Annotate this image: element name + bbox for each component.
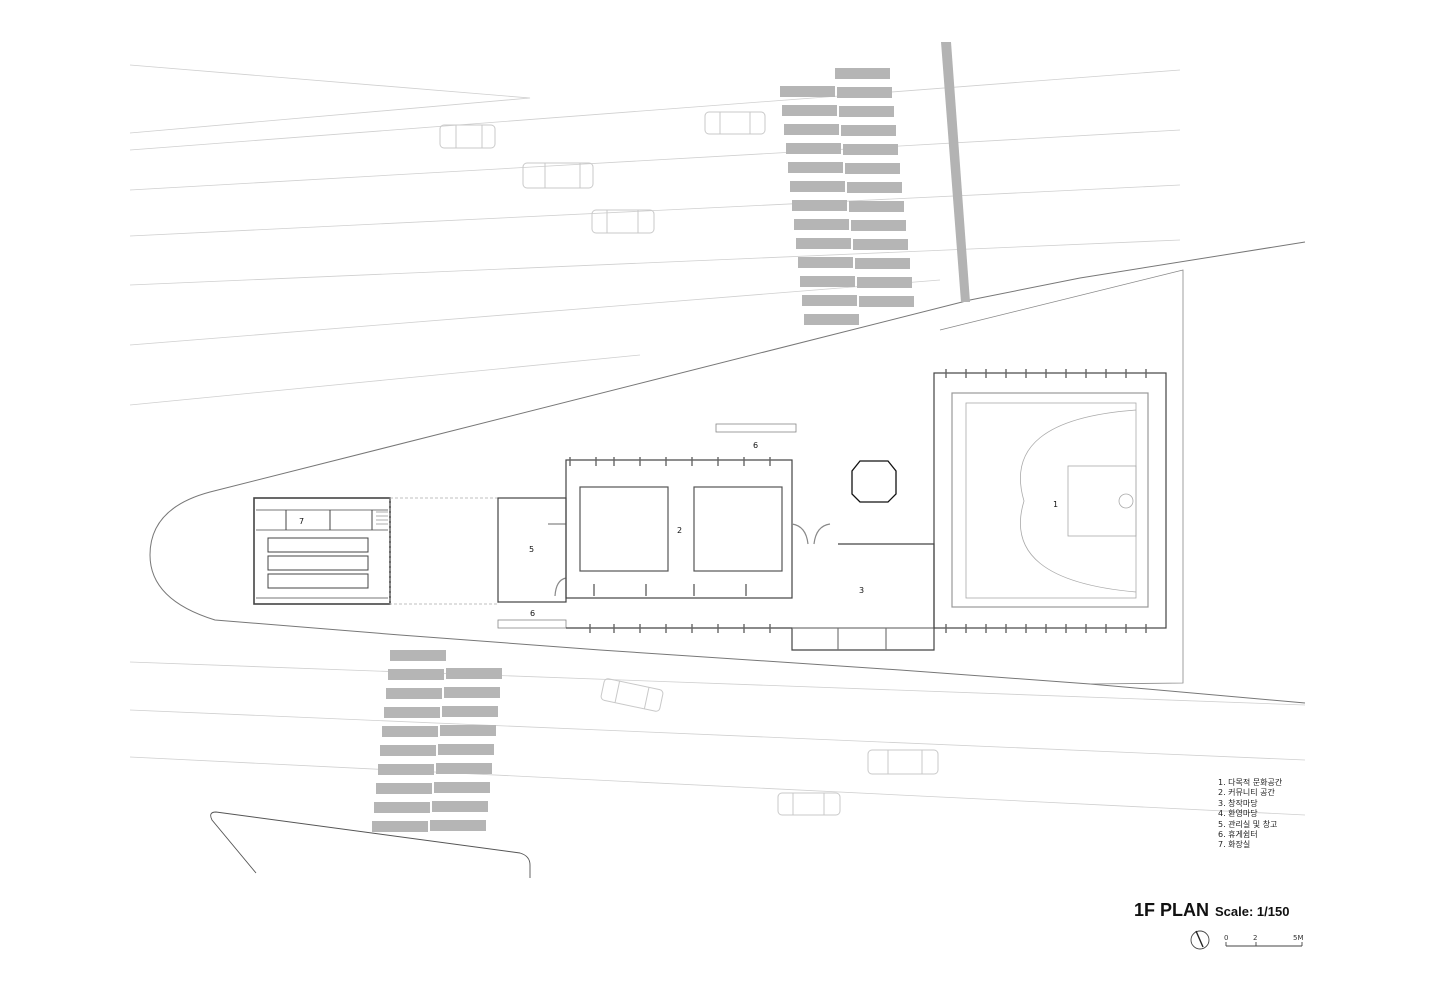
legend-item: 4. 환영마당 xyxy=(1218,809,1258,819)
room-label-6-bottom: 6 xyxy=(530,609,535,618)
room-label-5: 5 xyxy=(529,545,534,554)
room-legend: 1. 다목적 문화공간 2. 커뮤니티 공간 3. 창작마당 4. 환영마당 5… xyxy=(1218,778,1282,851)
scale-tick-5m: 5M xyxy=(1293,934,1304,942)
legend-item: 3. 창작마당 xyxy=(1218,798,1258,808)
plan-title-block: 1F PLAN Scale: 1/150 xyxy=(1134,900,1289,921)
room-label-1: 1 xyxy=(1053,500,1058,509)
legend-item: 5. 관리실 및 창고 xyxy=(1218,819,1278,829)
community-building xyxy=(565,423,831,599)
car-icon xyxy=(600,678,664,712)
car-icon xyxy=(439,124,496,149)
structural-posts xyxy=(569,369,1147,633)
legend-item: 7. 화장실 xyxy=(1218,840,1251,850)
legend-item: 2. 커뮤니티 공간 xyxy=(1218,788,1275,798)
road-median xyxy=(941,42,970,302)
crosswalk-icon xyxy=(372,650,502,832)
legend-item: 1. 다목적 문화공간 xyxy=(1218,778,1283,787)
car-icon xyxy=(591,209,655,234)
car-icon xyxy=(867,749,939,775)
car-icon xyxy=(777,792,841,816)
road-lines xyxy=(129,64,1306,816)
room-label-2: 2 xyxy=(677,526,682,535)
car-icon xyxy=(522,162,594,189)
legend-item: 6. 휴게쉼터 xyxy=(1218,830,1258,840)
cars xyxy=(439,111,939,816)
room-label-6-top: 6 xyxy=(753,441,758,450)
car-icon xyxy=(704,111,766,135)
north-arrow-icon xyxy=(1190,930,1210,950)
scale-tick-0: 0 xyxy=(1224,934,1228,942)
restroom-building xyxy=(253,497,499,605)
plan-scale: Scale: 1/150 xyxy=(1215,904,1290,919)
scale-bar: 0 2 5M xyxy=(1224,934,1304,947)
room-label-7: 7 xyxy=(299,517,304,526)
crosswalk-icon xyxy=(780,68,914,325)
curb-corner xyxy=(210,811,531,878)
lot-line xyxy=(939,269,1184,685)
plan-title: 1F PLAN xyxy=(1134,900,1210,920)
scale-tick-2: 2 xyxy=(1253,934,1257,942)
sports-court xyxy=(933,372,1167,629)
courtyard-structure xyxy=(566,460,935,651)
site-boundary xyxy=(149,241,1306,704)
room-label-3: 3 xyxy=(859,586,864,595)
